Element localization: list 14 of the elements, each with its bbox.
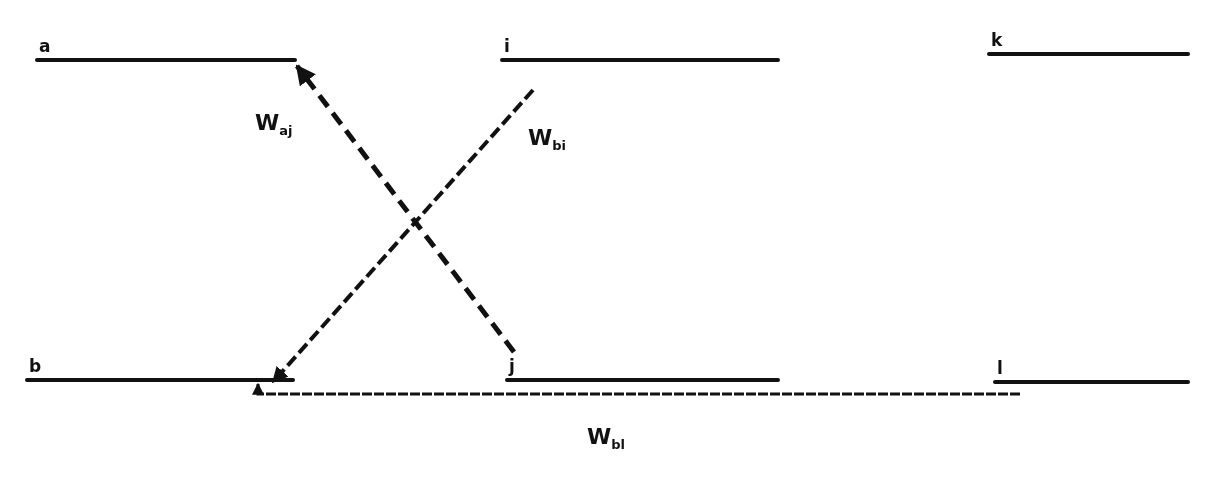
- arrow: [252, 382, 1020, 396]
- arrow: [295, 64, 516, 354]
- energy-level: [25, 356, 295, 382]
- level-label: i: [503, 36, 510, 56]
- energy-level: [993, 358, 1190, 384]
- energy-level: [500, 36, 780, 62]
- level-label: k: [990, 30, 1003, 50]
- level-label: j: [507, 356, 515, 376]
- level-label: a: [38, 36, 51, 56]
- energy-level: [987, 30, 1190, 56]
- energy-level: [505, 356, 780, 382]
- level-label: b: [28, 356, 42, 376]
- arrow: [271, 88, 535, 384]
- level-label: l: [996, 358, 1003, 378]
